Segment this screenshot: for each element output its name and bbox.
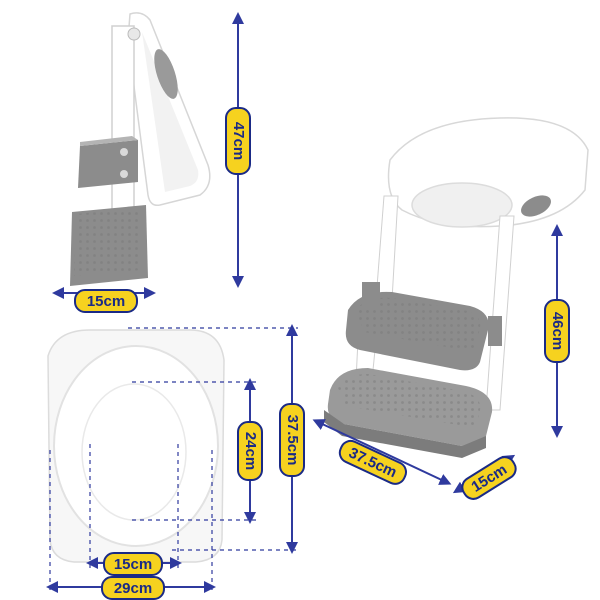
seat-outer-width-label: 29cm (101, 576, 165, 600)
assembled-width-label: 15cm (461, 456, 517, 500)
seat-inner-width-label: 15cm (103, 552, 163, 576)
depth-label-15: 15cm (74, 289, 138, 313)
side-folded-view: 47cm 15cm (52, 11, 251, 313)
assembled-seat-opening (411, 182, 513, 228)
seat-inner-length-label: 24cm (237, 421, 263, 481)
height-label-47: 47cm (225, 107, 251, 175)
seat-outer-length-text: 37.5cm (284, 415, 301, 466)
seat-opening (81, 383, 187, 521)
height-label-text: 47cm (230, 122, 247, 160)
assembled-seat-handle (521, 195, 551, 217)
seat-outer-length-label: 37.5cm (279, 403, 305, 477)
assembled-view: 46cm 37.5cm 15cm (312, 117, 589, 500)
assembled-height-label: 46cm (544, 299, 570, 363)
assembled-length-line (312, 419, 452, 485)
seat-inner-width-text: 15cm (114, 556, 152, 573)
depth-label-text: 15cm (87, 293, 125, 310)
seat-guide-lines (49, 327, 298, 592)
seat-top-view: 37.5cm 24cm 15cm 29cm (46, 324, 305, 600)
seat-inner-length-text: 24cm (242, 432, 259, 470)
seat-outer-width-text: 29cm (114, 580, 152, 597)
assembled-right-post (485, 215, 515, 411)
folded-upper-step (78, 140, 138, 188)
assembled-height-text: 46cm (549, 312, 566, 350)
folded-seat-handle (154, 49, 178, 99)
hinge-knob (127, 27, 141, 41)
